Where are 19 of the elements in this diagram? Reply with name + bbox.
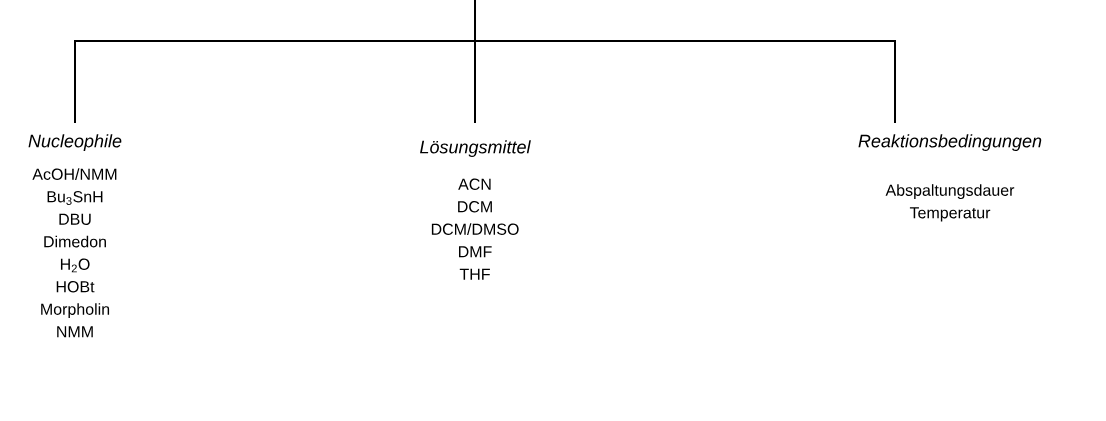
list-item: HOBt — [56, 281, 95, 293]
list-item: AcOH/NMM — [32, 168, 117, 180]
list-item: DBU — [59, 213, 91, 225]
list-item: DMF — [459, 246, 492, 258]
tree-connector — [474, 0, 896, 123]
category-heading: Lösungsmittel — [420, 140, 531, 157]
list-item: NMM — [57, 326, 93, 338]
list-item: H$_{2}$O — [60, 258, 90, 273]
list-item: ACN — [458, 178, 491, 190]
list-item: Abspaltungsdauer — [885, 184, 1015, 200]
list-item: Temperatur — [909, 207, 991, 222]
list-item: Morpholin — [41, 303, 110, 319]
list-item: Dimedon — [44, 235, 106, 248]
category-heading: Reaktionsbedingungen — [858, 134, 1042, 151]
list-item: Bu$_{3}$SnH — [47, 191, 103, 205]
list-item: DCM/DMSO — [431, 223, 519, 235]
list-item: THF — [459, 268, 490, 280]
list-item: DCM — [458, 201, 492, 213]
category-heading: Nucleophile — [28, 134, 122, 151]
